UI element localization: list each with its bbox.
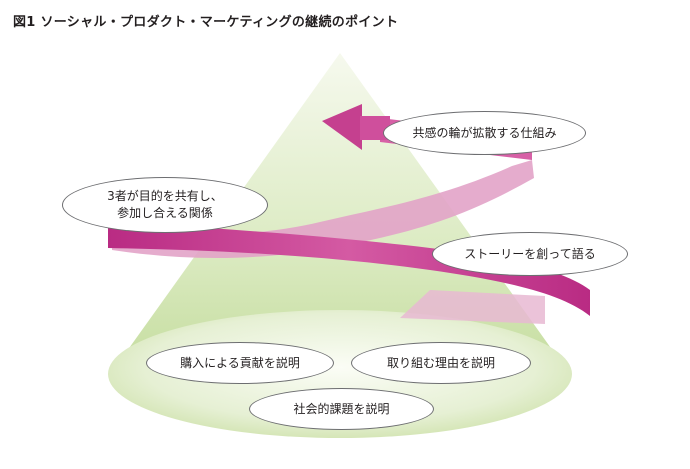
relation-line1: 3者が目的を共有し、: [107, 189, 223, 203]
reason-text: 取り組む理由を説明: [386, 355, 495, 370]
story-text: ストーリーを創って語る: [464, 246, 596, 261]
label-purchase-contribution: 購入による貢献を説明: [146, 342, 334, 384]
label-shared-purpose: 3者が目的を共有し、 参加し合える関係: [62, 177, 268, 233]
social-text: 社会的課題を説明: [293, 401, 390, 416]
purchase-text: 購入による貢献を説明: [180, 355, 300, 370]
label-social-issue: 社会的課題を説明: [249, 388, 434, 430]
label-reason: 取り組む理由を説明: [351, 342, 531, 384]
label-story: ストーリーを創って語る: [432, 232, 628, 276]
figure-title: 図1 ソーシャル・プロダクト・マーケティングの継続のポイント: [13, 15, 399, 30]
ribbon-back-lower: [400, 290, 545, 324]
relation-line2: 参加し合える関係: [117, 206, 213, 220]
label-share-mechanism: 共感の輪が拡散する仕組み: [383, 111, 586, 155]
arrow-head: [322, 104, 362, 150]
ribbon-front-middle: [108, 222, 590, 316]
share-text: 共感の輪が拡散する仕組み: [412, 125, 557, 140]
